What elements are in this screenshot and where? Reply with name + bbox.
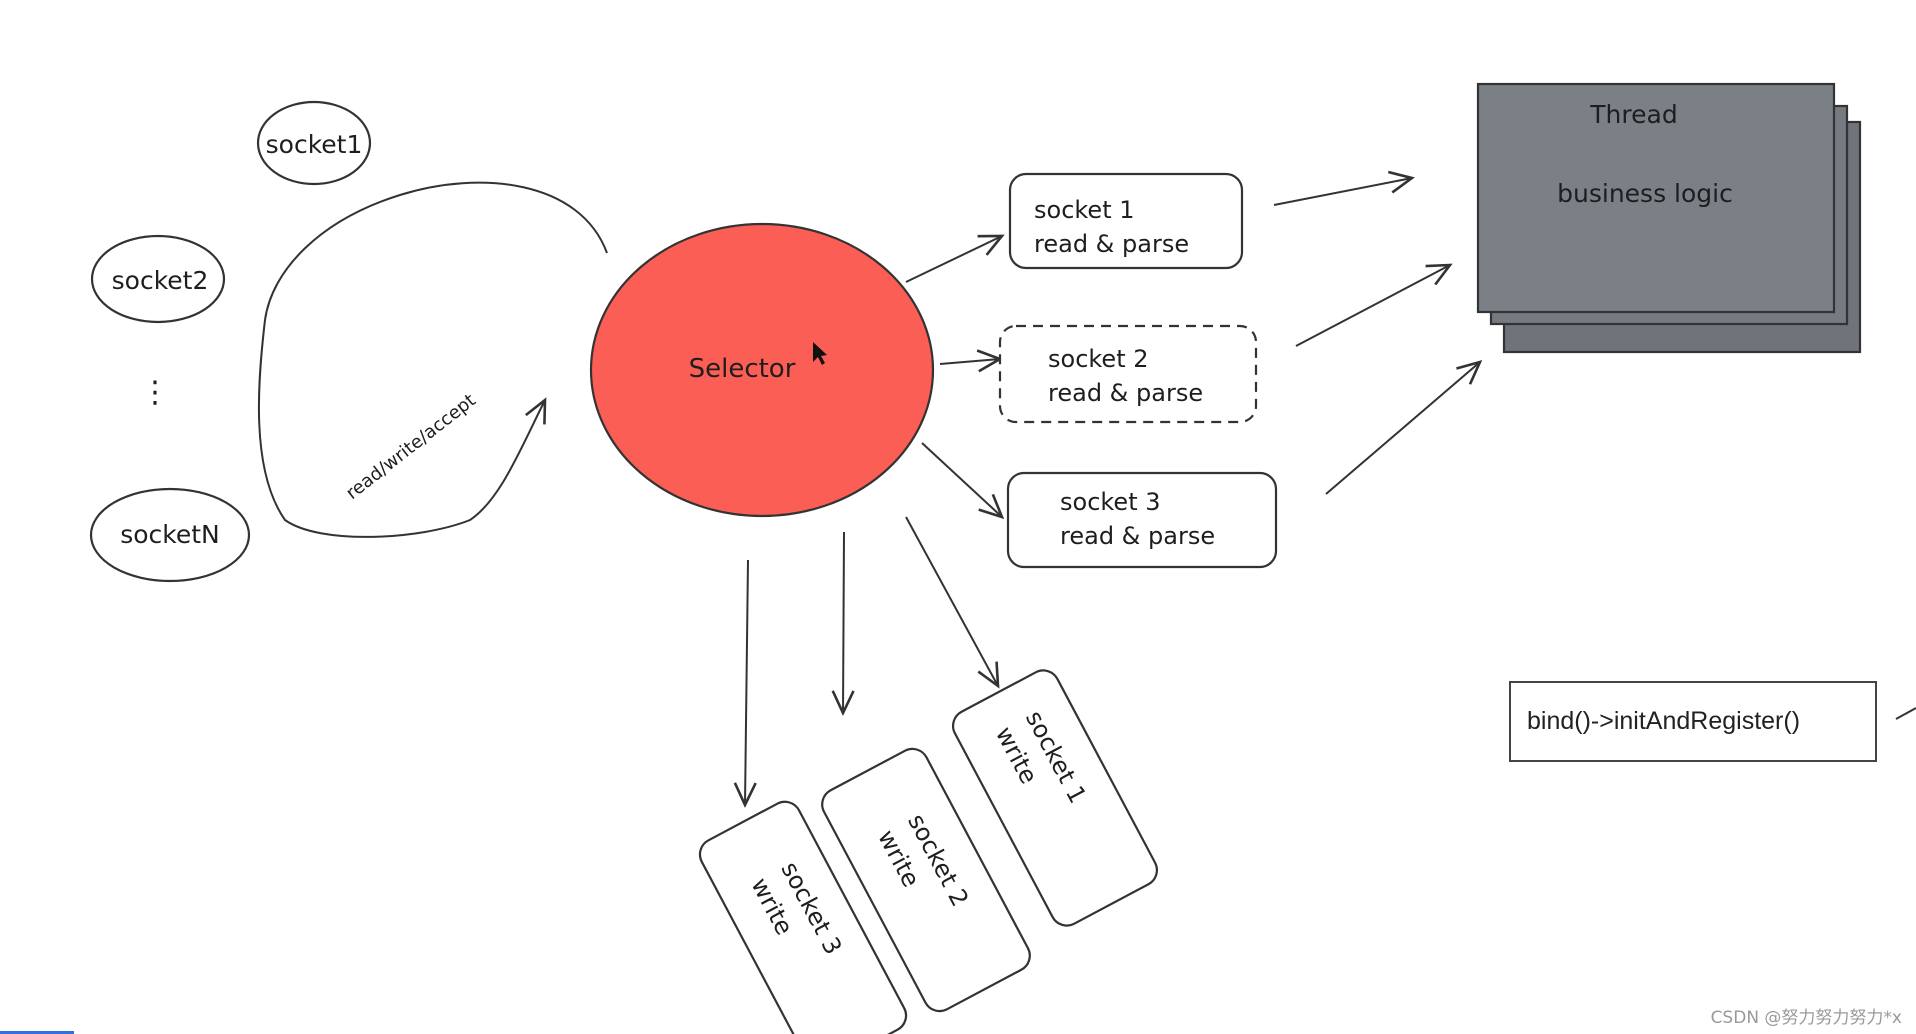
socket-node-n: socketN xyxy=(89,487,251,583)
write-box-3: socket 3 write xyxy=(698,800,908,1034)
arrow-read1-thread xyxy=(1273,178,1412,206)
arrow-selector-write1 xyxy=(905,516,998,686)
arrow-selector-read1 xyxy=(905,236,1002,283)
read-box-3-line2: read & parse xyxy=(1060,522,1215,550)
socket-node-2-label: socket2 xyxy=(112,266,209,295)
partial-edge-line xyxy=(1895,707,1916,720)
selector-label: Selector xyxy=(689,354,796,384)
bind-code-box: bind()->initAndRegister() xyxy=(1509,681,1877,762)
thread-subtitle: business logic xyxy=(1557,179,1733,208)
arrow-read3-thread xyxy=(1325,362,1480,495)
scroll-indicator xyxy=(0,1031,74,1034)
arrow-selector-read2 xyxy=(939,359,1000,364)
read-box-1-line2: read & parse xyxy=(1034,230,1189,258)
read-box-2-line2: read & parse xyxy=(1048,379,1203,407)
watermark: CSDN @努力努力努力*x xyxy=(1710,1008,1902,1028)
read-box-2-line1: socket 2 xyxy=(1048,345,1149,373)
arrow-selector-read3 xyxy=(921,442,1002,517)
read-box-2: socket 2 read & parse xyxy=(998,324,1258,424)
loop-label: read/write/accept xyxy=(342,390,480,504)
write-box-1: socket 1 write xyxy=(951,669,1159,927)
read-box-1: socket 1 read & parse xyxy=(1008,172,1244,270)
ellipsis-dots: ⋮ xyxy=(140,375,170,410)
read-box-3-line1: socket 3 xyxy=(1060,488,1161,516)
arrow-read2-thread xyxy=(1295,265,1450,347)
arrow-selector-write2 xyxy=(843,531,844,713)
socket-node-1: socket1 xyxy=(256,100,372,186)
bind-code-text: bind()->initAndRegister() xyxy=(1527,707,1801,735)
read-box-1-line1: socket 1 xyxy=(1034,196,1135,224)
arrow-selector-write3 xyxy=(745,559,748,805)
thread-stack: Thread business logic xyxy=(1476,82,1862,354)
event-loop-curve xyxy=(257,181,608,538)
cursor-icon xyxy=(813,342,827,365)
write-box-2: socket 2 write xyxy=(821,747,1031,1013)
selector-node: Selector xyxy=(589,222,935,518)
read-box-3: socket 3 read & parse xyxy=(1006,471,1278,569)
socket-node-2: socket2 xyxy=(90,234,226,324)
thread-title: Thread xyxy=(1589,100,1677,129)
socket-node-n-label: socketN xyxy=(120,520,220,549)
socket-node-1-label: socket1 xyxy=(266,130,363,159)
